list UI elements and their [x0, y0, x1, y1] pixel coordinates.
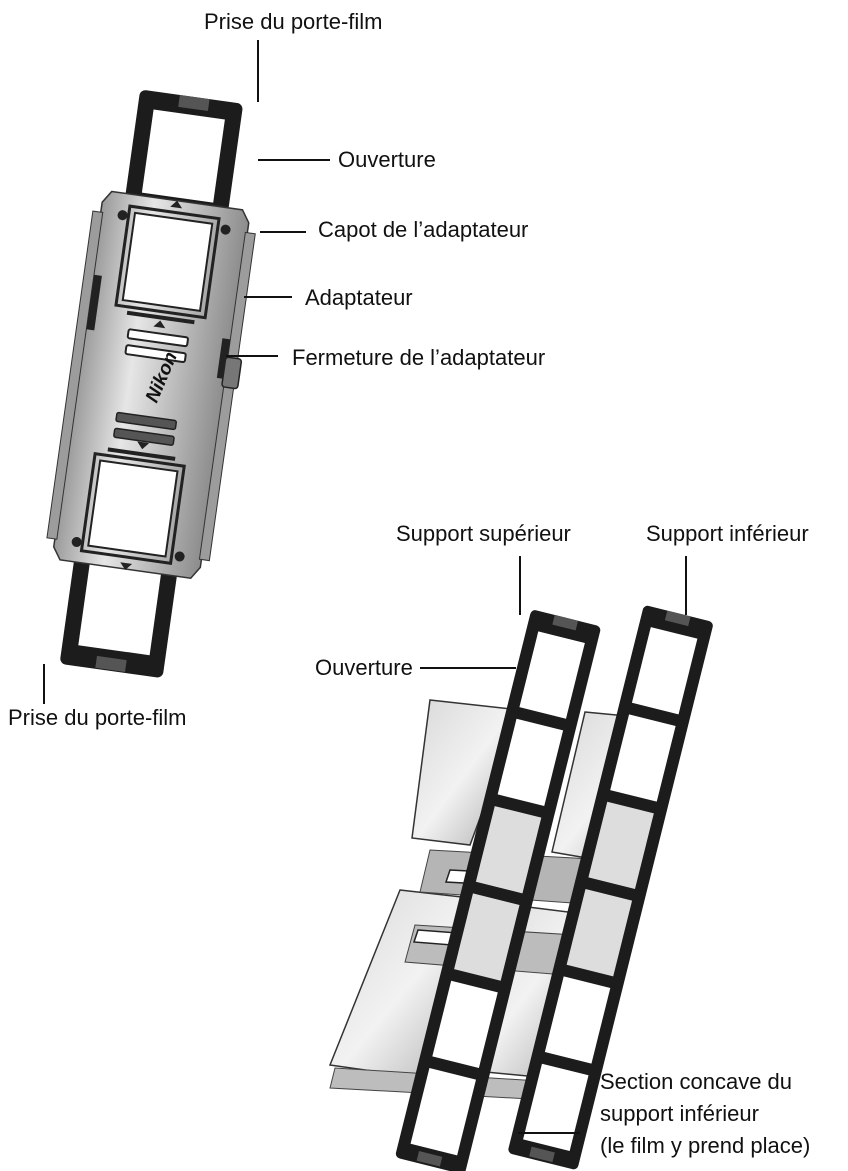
aperture-bottom	[78, 564, 162, 656]
label-adapter-cover: Capot de l’adaptateur	[318, 217, 529, 242]
label-adapter-latch: Fermeture de l’adaptateur	[292, 345, 546, 370]
label-adapter: Adaptateur	[305, 285, 413, 310]
lower-support-grip-top[interactable]	[664, 610, 691, 627]
strip-aperture	[519, 631, 585, 719]
adapter-cover-bottom	[79, 451, 186, 565]
label-holder-grip-bottom: Prise du porte-film	[8, 705, 187, 730]
label-aperture-strip: Ouverture	[315, 655, 413, 680]
holder-grip-top[interactable]	[178, 94, 210, 112]
label-holder-grip-top: Prise du porte-film	[204, 9, 383, 34]
leader-lines	[43, 40, 687, 1134]
label-concave-line-3: (le film y prend place)	[600, 1133, 811, 1158]
label-concave-section: Section concave du support inférieur (le…	[600, 1066, 810, 1162]
adapter-cover-top	[114, 204, 221, 320]
holder-with-adapter: Nikon	[46, 90, 256, 678]
upper-support-grip-bottom[interactable]	[416, 1151, 443, 1167]
label-aperture-top: Ouverture	[338, 147, 436, 172]
label-concave-line-2: support inférieur	[600, 1101, 759, 1126]
lower-support-strip	[508, 605, 713, 1170]
upper-support-grip-top[interactable]	[552, 614, 579, 631]
holder-grip-bottom[interactable]	[95, 655, 127, 672]
label-lower-support: Support inférieur	[646, 521, 809, 546]
adapter-latch[interactable]	[221, 356, 243, 390]
adapter: Nikon	[46, 190, 256, 580]
label-concave-line-1: Section concave du	[600, 1069, 793, 1094]
upper-support-strip	[395, 610, 601, 1171]
aperture-top	[141, 109, 225, 203]
label-upper-support: Support supérieur	[396, 521, 571, 546]
concave-section	[523, 1063, 589, 1151]
lower-support-grip-bottom[interactable]	[529, 1146, 555, 1163]
